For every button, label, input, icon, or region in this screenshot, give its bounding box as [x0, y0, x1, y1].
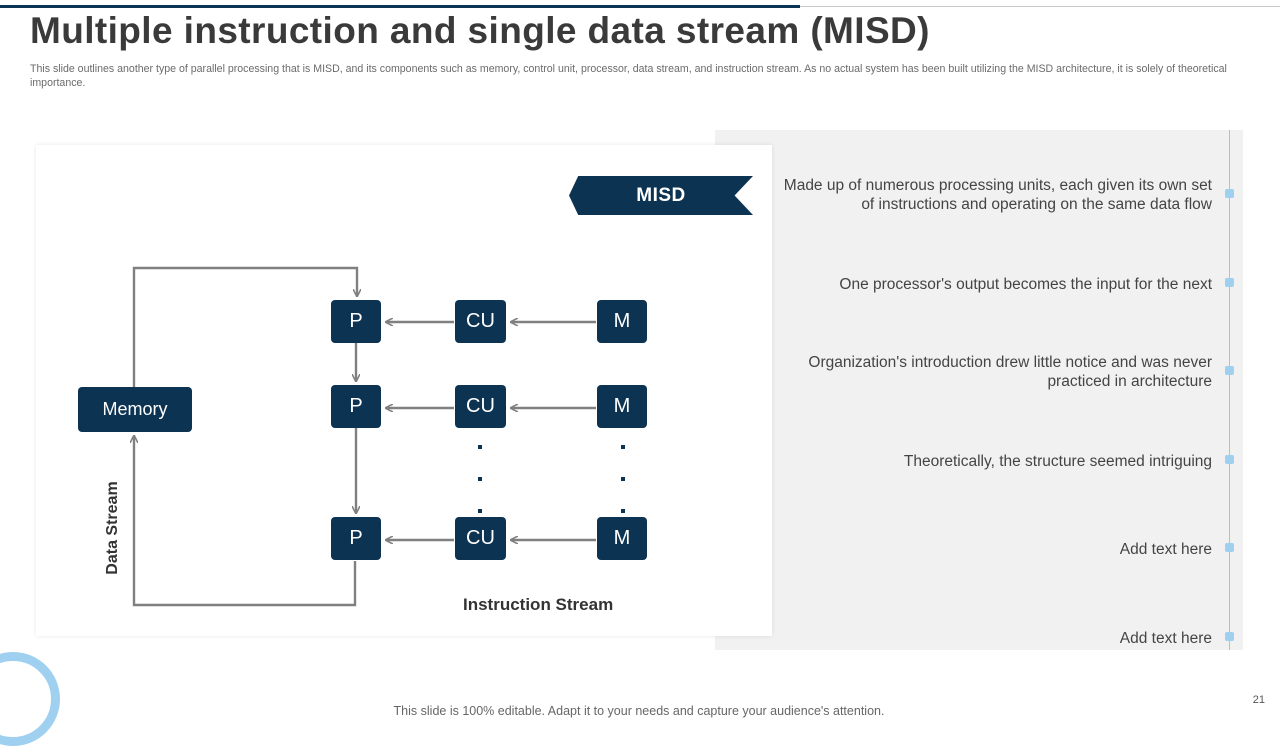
slide-title: Multiple instruction and single data str… — [30, 10, 930, 51]
key-point-3: Organization's introduction drew little … — [808, 354, 1212, 390]
top-accent-bar — [0, 5, 800, 8]
timeline-marker — [1225, 366, 1234, 375]
timeline-marker — [1225, 455, 1234, 464]
control-unit-node-3: CU — [455, 517, 506, 560]
page-number: 21 — [1252, 694, 1265, 706]
continuation-dots-cu — [478, 445, 482, 513]
slide-subtitle: This slide outlines another type of para… — [30, 63, 1227, 89]
timeline-marker — [1225, 632, 1234, 641]
misd-tag: MISD — [569, 176, 753, 215]
processor-label: P — [349, 527, 363, 549]
timeline-marker — [1225, 543, 1234, 552]
memory-node: Memory — [78, 387, 192, 432]
timeline-marker — [1225, 278, 1234, 287]
top-divider-line — [800, 6, 1280, 7]
control-unit-node-1: CU — [455, 300, 506, 343]
timeline-line — [1229, 130, 1230, 650]
misd-tag-label: MISD — [636, 184, 686, 206]
control-unit-node-2: CU — [455, 385, 506, 428]
diagram-connectors — [0, 266, 596, 607]
processor-label: P — [349, 310, 363, 332]
key-point-2: One processor's output becomes the input… — [839, 276, 1212, 293]
data-stream-label: Data Stream — [104, 481, 121, 575]
processor-node-1: P — [331, 300, 381, 343]
module-node-1: M — [597, 300, 647, 343]
module-node-2: M — [597, 385, 647, 428]
key-point-6: Add text here — [1119, 630, 1212, 647]
timeline-marker — [1225, 189, 1234, 198]
footer-note: This slide is 100% editable. Adapt it to… — [393, 704, 885, 718]
module-label: M — [613, 395, 631, 417]
key-point-1: Made up of numerous processing units, ea… — [783, 177, 1212, 213]
processor-to-memory-arrow — [134, 436, 357, 607]
key-point-5: Add text here — [1119, 541, 1212, 558]
continuation-dots-m — [621, 445, 625, 513]
control-unit-label: CU — [466, 310, 495, 332]
control-unit-label: CU — [466, 395, 495, 417]
memory-to-processor-arrow — [132, 266, 357, 387]
processor-label: P — [349, 395, 363, 417]
module-label: M — [613, 310, 631, 332]
memory-label: Memory — [102, 399, 168, 419]
module-label: M — [613, 527, 631, 549]
processor-node-3: P — [331, 517, 381, 560]
control-unit-label: CU — [466, 527, 495, 549]
module-node-3: M — [597, 517, 647, 560]
key-points-panel — [715, 130, 1243, 650]
instruction-stream-label: Instruction Stream — [463, 595, 614, 614]
key-point-4: Theoretically, the structure seemed intr… — [903, 453, 1212, 470]
processor-node-2: P — [331, 385, 381, 428]
